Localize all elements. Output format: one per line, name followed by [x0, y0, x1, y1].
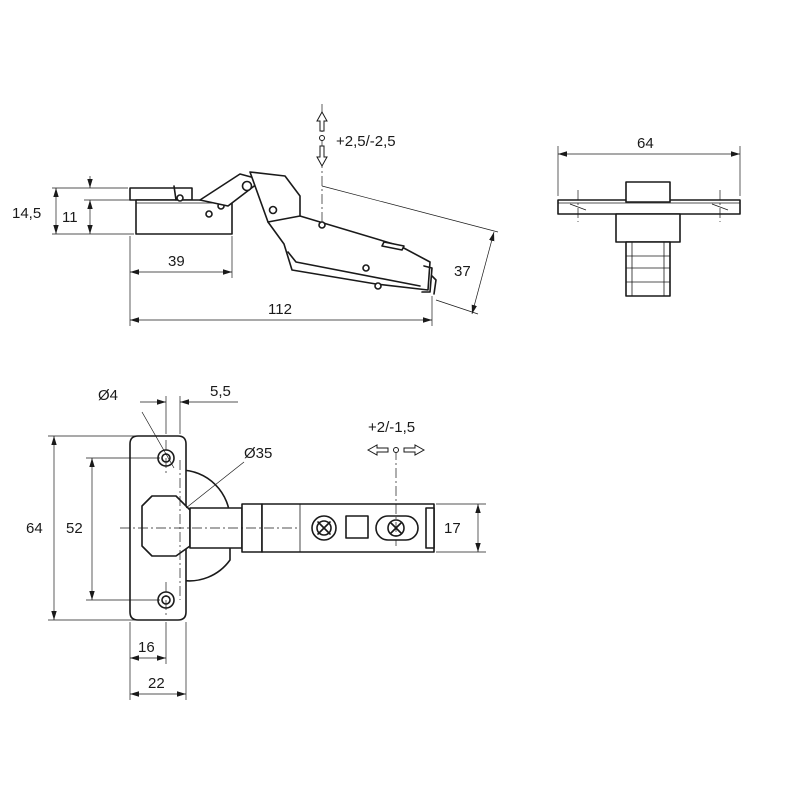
vertical-adjust-label: +2,5/-2,5: [336, 133, 396, 150]
dim-hole-offset: 5,5: [140, 383, 238, 434]
dim-plate-height: 64: [26, 435, 136, 621]
dim-height: 14,5 11: [12, 176, 134, 235]
top-view: Ø4 5,5 Ø35 64 52: [26, 383, 486, 700]
vertical-adjust: +2,5/-2,5: [316, 104, 396, 222]
dim-plate-height-label: 64: [26, 520, 43, 537]
dim-front-width: 64: [557, 135, 741, 196]
dim-hole-dia: Ø4: [98, 387, 175, 469]
horizontal-adjust: +2/-1,5: [366, 419, 426, 456]
cup-block: [129, 185, 233, 235]
dim-total-length-label: 112: [268, 301, 292, 318]
dim-hole-to-center: 16: [129, 622, 167, 700]
hinge-arm: [267, 215, 437, 295]
dim-cup-dia: Ø35: [185, 445, 272, 509]
dim-hole-to-center-label: 16: [138, 639, 155, 656]
dim-plate-width: 22: [130, 622, 187, 700]
dim-hole-dia-label: Ø4: [98, 387, 118, 404]
front-view: 64: [557, 135, 741, 297]
dim-height-total: 14,5: [12, 205, 41, 222]
dim-arm-offset-label: 37: [454, 263, 471, 280]
square-socket: [345, 515, 369, 539]
dim-arm-width: 17: [436, 503, 486, 553]
adjust-screw-right: [375, 515, 419, 541]
arrow-up-icon: [316, 110, 328, 132]
dim-height-body: 11: [62, 209, 78, 226]
adjust-screw-left: [311, 515, 337, 541]
dim-arm-width-label: 17: [444, 520, 461, 537]
dim-hole-offset-label: 5,5: [210, 383, 231, 400]
dim-plate-width-label: 22: [148, 675, 165, 692]
arrow-down-icon: [316, 145, 328, 168]
dim-front-width-label: 64: [637, 135, 654, 152]
dim-cup-length-label: 39: [168, 253, 185, 270]
arrow-right-icon: [403, 444, 426, 456]
arrow-left-icon: [366, 444, 389, 456]
dim-cup-length: 39: [129, 236, 233, 326]
dim-total-length: 112: [130, 296, 433, 326]
dim-arm-offset: 37: [321, 185, 499, 315]
dim-hole-spacing-label: 52: [66, 520, 83, 537]
horizontal-adjust-label: +2/-1,5: [368, 419, 415, 436]
dim-hole-spacing: 52: [66, 457, 160, 601]
dim-cup-dia-label: Ø35: [244, 445, 272, 462]
side-view: 14,5 11 39 112 37 +2,5: [12, 104, 499, 326]
